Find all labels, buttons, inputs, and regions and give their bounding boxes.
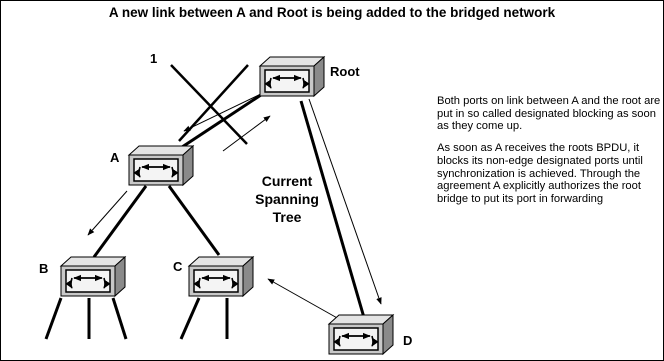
leg-b-3 <box>111 297 128 340</box>
arrow-a-to-b <box>87 190 128 236</box>
svg-text:Current: Current <box>262 173 313 189</box>
label-c: C <box>173 259 183 274</box>
svg-text:Spanning: Spanning <box>255 191 319 207</box>
link-a-b <box>92 185 148 258</box>
note-2: As soon as A receives the roots BPDU, it… <box>437 142 643 205</box>
slide-title: A new link between A and Root is being a… <box>108 5 556 20</box>
label-b: B <box>39 261 48 276</box>
svg-text:Tree: Tree <box>273 209 302 225</box>
arrow-root-to-a <box>183 90 268 132</box>
switch-a <box>129 146 193 185</box>
notes: Both ports on link between A and the roo… <box>437 95 663 215</box>
switch-root <box>260 57 324 96</box>
label-a: A <box>110 150 120 165</box>
arrow-a-to-root <box>222 115 271 152</box>
note-1: Both ports on link between A and the roo… <box>437 95 661 133</box>
switch-b <box>61 257 125 296</box>
switch-icon <box>129 146 193 185</box>
label-d: D <box>403 333 412 348</box>
switch-c <box>189 257 253 296</box>
switch-d <box>329 315 393 354</box>
switch-icon <box>61 257 125 296</box>
arrow-d-to-c <box>267 278 340 320</box>
link-a-c <box>167 185 221 256</box>
arrow-root-to-d <box>308 98 382 305</box>
blocked-cross <box>170 64 249 145</box>
label-root: Root <box>330 64 360 79</box>
leg-c-1 <box>179 297 201 340</box>
switch-icon <box>260 57 324 96</box>
leg-b-1 <box>44 297 63 340</box>
switch-icon <box>329 315 393 354</box>
switch-icon <box>189 257 253 296</box>
bpdu-arrows <box>87 90 382 320</box>
link-marker-1: 1 <box>150 51 157 66</box>
link-root-d <box>299 100 367 322</box>
spanning-tree-label: Current Spanning Tree <box>255 173 319 225</box>
links <box>44 85 367 340</box>
